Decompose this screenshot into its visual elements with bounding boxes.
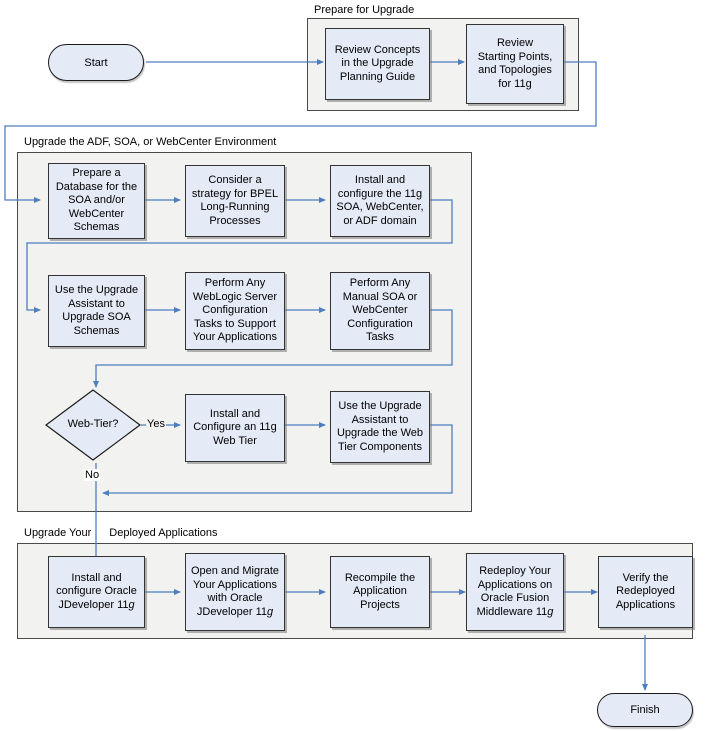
- node-review-starting-points[interactable]: Review Starting Points, and Topologies f…: [466, 24, 564, 104]
- node-manual-config-tasks[interactable]: Perform Any Manual SOA or WebCenter Conf…: [330, 272, 430, 350]
- terminator-start[interactable]: Start: [48, 44, 144, 81]
- group-label-deployed-part1: Upgrade Your: [22, 527, 94, 539]
- node-consider-strategy[interactable]: Consider a strategy for BPEL Long-Runnin…: [185, 165, 285, 237]
- group-label-deployed-applications: Upgrade Your Deployed Applications: [22, 527, 220, 540]
- node-redeploy-apps-label: Redeploy Your Applications on Oracle Fus…: [476, 565, 554, 618]
- node-upgrade-soa-schemas-label: Use the Upgrade Assistant to Upgrade SOA…: [54, 284, 139, 337]
- node-prepare-database-label: Prepare a Database for the SOA and/or We…: [55, 167, 138, 234]
- group-label-deployed-part2: Deployed Applications: [107, 527, 220, 539]
- node-weblogic-config-tasks[interactable]: Perform Any WebLogic Server Configuratio…: [185, 272, 285, 350]
- decision-web-tier[interactable]: Web-Tier?: [45, 389, 141, 461]
- node-recompile-projects-label: Recompile the Application Projects: [344, 571, 416, 611]
- node-install-jdeveloper-label: Install and configure Oracle JDeveloper …: [56, 571, 137, 611]
- node-install-jdeveloper[interactable]: Install and configure Oracle JDeveloper …: [48, 556, 145, 628]
- node-install-configure-domain[interactable]: Install and configure the 11g SOA, WebCe…: [330, 165, 430, 237]
- node-redeploy-apps[interactable]: Redeploy Your Applications on Oracle Fus…: [466, 553, 564, 631]
- node-upgrade-soa-schemas[interactable]: Use the Upgrade Assistant to Upgrade SOA…: [48, 275, 145, 347]
- node-verify-redeployed[interactable]: Verify the Redeployed Applications: [598, 556, 693, 628]
- node-install-web-tier[interactable]: Install and Configure an 11g Web Tier: [185, 394, 285, 462]
- node-open-migrate-apps-label: Open and Migrate Your Applications with …: [190, 565, 280, 618]
- terminator-finish-label: Finish: [630, 704, 660, 716]
- node-verify-redeployed-label: Verify the Redeployed Applications: [615, 571, 676, 611]
- group-label-prepare-for-upgrade: Prepare for Upgrade: [312, 4, 417, 17]
- node-consider-strategy-label: Consider a strategy for BPEL Long-Runnin…: [191, 174, 279, 227]
- node-install-web-tier-label: Install and Configure an 11g Web Tier: [193, 407, 277, 447]
- group-label-prepare-text: Prepare for Upgrade: [312, 4, 417, 16]
- node-install-configure-domain-label: Install and configure the 11g SOA, WebCe…: [336, 174, 424, 227]
- node-weblogic-config-tasks-label: Perform Any WebLogic Server Configuratio…: [192, 277, 278, 344]
- node-review-concepts-label: Review Concepts in the Upgrade Planning …: [334, 43, 421, 83]
- edge-label-yes: Yes: [146, 418, 166, 430]
- node-recompile-projects[interactable]: Recompile the Application Projects: [330, 556, 430, 628]
- node-upgrade-web-tier[interactable]: Use the Upgrade Assistant to Upgrade the…: [330, 391, 430, 463]
- group-label-environment-text: Upgrade the ADF, SOA, or WebCenter Envir…: [22, 136, 279, 148]
- edge-label-no: No: [84, 469, 101, 481]
- node-review-starting-points-label: Review Starting Points, and Topologies f…: [477, 37, 553, 90]
- node-review-concepts[interactable]: Review Concepts in the Upgrade Planning …: [325, 28, 430, 100]
- node-manual-config-tasks-label: Perform Any Manual SOA or WebCenter Conf…: [342, 277, 418, 344]
- node-prepare-database[interactable]: Prepare a Database for the SOA and/or We…: [48, 163, 145, 239]
- node-upgrade-web-tier-label: Use the Upgrade Assistant to Upgrade the…: [336, 400, 424, 453]
- group-label-environment: Upgrade the ADF, SOA, or WebCenter Envir…: [22, 136, 279, 149]
- terminator-finish[interactable]: Finish: [597, 693, 693, 727]
- terminator-start-label: Start: [84, 56, 108, 69]
- node-open-migrate-apps[interactable]: Open and Migrate Your Applications with …: [185, 553, 285, 631]
